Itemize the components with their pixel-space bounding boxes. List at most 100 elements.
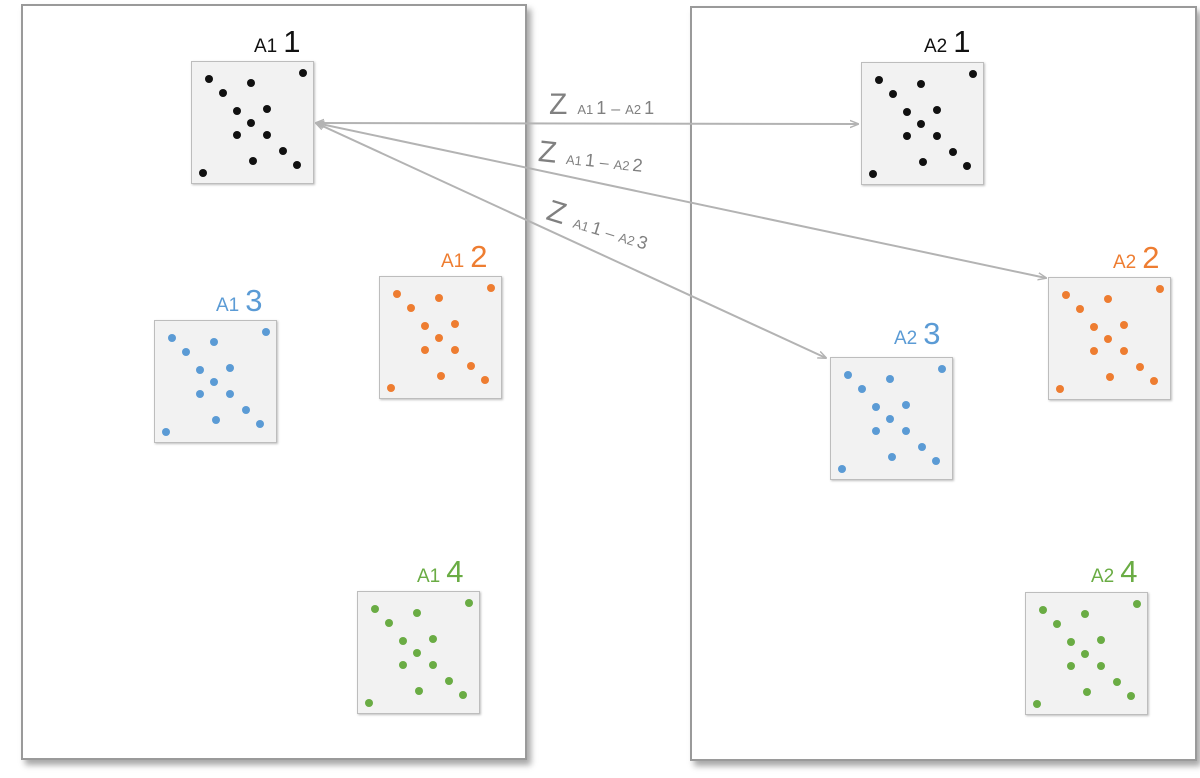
- pattern-dot: [399, 661, 407, 669]
- pattern-dot: [938, 365, 946, 373]
- pattern-dot: [1056, 385, 1064, 393]
- pattern-dot: [1067, 638, 1075, 646]
- pattern-dot: [162, 428, 170, 436]
- pattern-dot: [481, 376, 489, 384]
- arrow-a1-1-to-a2-3: [316, 123, 826, 358]
- pattern-dot: [262, 328, 270, 336]
- pattern-dot: [226, 390, 234, 398]
- pattern-dot: [1120, 321, 1128, 329]
- tile-a1-3: [154, 320, 277, 443]
- tile-a2-4: [1025, 592, 1148, 715]
- pattern-dot: [205, 75, 213, 83]
- pattern-dot: [196, 390, 204, 398]
- pattern-dot: [858, 385, 866, 393]
- pattern-dot: [210, 378, 218, 386]
- pattern-dot: [875, 76, 883, 84]
- pattern-dot: [371, 605, 379, 613]
- pattern-dot: [1067, 662, 1075, 670]
- pattern-dot: [1097, 636, 1105, 644]
- pattern-dot: [242, 406, 250, 414]
- pattern-dot: [399, 637, 407, 645]
- pattern-dot: [199, 169, 207, 177]
- pattern-dot: [903, 108, 911, 116]
- tile-a2-2: [1048, 277, 1171, 400]
- pattern-dot: [445, 677, 453, 685]
- tile-a1-4: [357, 591, 480, 714]
- pattern-dot: [1133, 600, 1141, 608]
- pattern-dot: [933, 106, 941, 114]
- pattern-dot: [387, 384, 395, 392]
- pattern-dot: [437, 372, 445, 380]
- pattern-dot: [233, 131, 241, 139]
- pattern-dot: [365, 699, 373, 707]
- pattern-dot: [429, 635, 437, 643]
- pattern-dot: [233, 107, 241, 115]
- pattern-dot: [844, 371, 852, 379]
- pattern-dot: [886, 415, 894, 423]
- tile-a1-1: [191, 61, 314, 184]
- pattern-dot: [886, 375, 894, 383]
- pattern-dot: [415, 687, 423, 695]
- pattern-dot: [918, 443, 926, 451]
- pattern-dot: [932, 457, 940, 465]
- pattern-dot: [1033, 700, 1041, 708]
- pattern-dot: [1053, 620, 1061, 628]
- pattern-dot: [917, 80, 925, 88]
- pattern-dot: [226, 364, 234, 372]
- pattern-dot: [247, 79, 255, 87]
- pattern-dot: [1113, 678, 1121, 686]
- tile-a2-3: [830, 357, 953, 480]
- pattern-dot: [1104, 335, 1112, 343]
- pattern-dot: [385, 619, 393, 627]
- pattern-dot: [413, 649, 421, 657]
- pattern-dot: [872, 427, 880, 435]
- pattern-dot: [1039, 606, 1047, 614]
- arrow-a1-1-to-a2-2: [316, 123, 1046, 278]
- pattern-dot: [1127, 692, 1135, 700]
- pattern-dot: [196, 366, 204, 374]
- pattern-dot: [210, 338, 218, 346]
- pattern-dot: [212, 416, 220, 424]
- pattern-dot: [1120, 347, 1128, 355]
- pattern-dot: [1136, 363, 1144, 371]
- pattern-dot: [263, 105, 271, 113]
- pattern-dot: [1104, 295, 1112, 303]
- pattern-dot: [1081, 610, 1089, 618]
- pattern-dot: [467, 362, 475, 370]
- pattern-dot: [1062, 291, 1070, 299]
- pattern-dot: [889, 90, 897, 98]
- pattern-dot: [263, 131, 271, 139]
- pattern-dot: [465, 599, 473, 607]
- pattern-dot: [182, 348, 190, 356]
- pattern-dot: [902, 427, 910, 435]
- pattern-dot: [1106, 373, 1114, 381]
- pattern-dot: [459, 691, 467, 699]
- pattern-dot: [1090, 323, 1098, 331]
- pattern-dot: [872, 403, 880, 411]
- pattern-dot: [279, 147, 287, 155]
- pattern-dot: [247, 119, 255, 127]
- pattern-dot: [299, 69, 307, 77]
- pattern-dot: [1156, 285, 1164, 293]
- pattern-dot: [838, 465, 846, 473]
- pattern-dot: [969, 70, 977, 78]
- pattern-dot: [219, 89, 227, 97]
- pattern-dot: [1081, 650, 1089, 658]
- pattern-dot: [902, 401, 910, 409]
- pattern-dot: [1076, 305, 1084, 313]
- pattern-dot: [256, 420, 264, 428]
- pattern-dot: [413, 609, 421, 617]
- pattern-dot: [1150, 377, 1158, 385]
- pattern-dot: [1083, 688, 1091, 696]
- pattern-dot: [168, 334, 176, 342]
- pattern-dot: [1097, 662, 1105, 670]
